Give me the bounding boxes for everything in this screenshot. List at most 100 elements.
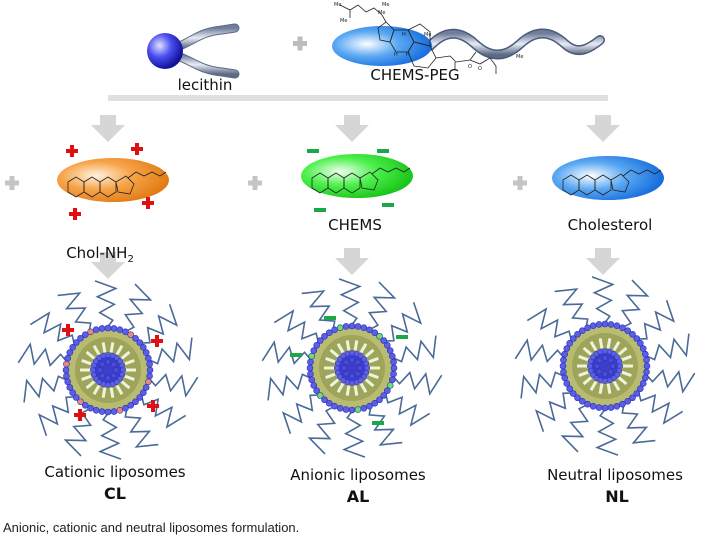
lipid-head	[66, 384, 74, 391]
lipid-head	[386, 347, 394, 354]
lipid-head	[384, 387, 391, 395]
negative-charge-icon	[307, 149, 319, 153]
peg-chain	[63, 407, 93, 457]
lipid-head	[566, 385, 573, 393]
lipid-head	[342, 406, 350, 413]
lipid-head	[132, 398, 139, 406]
lipid-head	[388, 352, 396, 360]
peg-chain	[140, 395, 187, 429]
lipid-head	[142, 349, 150, 356]
lipid-head	[310, 347, 318, 354]
lipid-head	[81, 331, 89, 338]
lipid-head	[348, 322, 356, 330]
peg-chain	[384, 302, 423, 342]
lipid-head	[136, 394, 144, 401]
lipid-head	[144, 378, 152, 386]
peg-chain	[37, 396, 76, 436]
lipid-head	[316, 337, 324, 344]
lipid-head	[639, 345, 647, 352]
positive-charge-icon	[66, 145, 78, 157]
down-arrow-icon	[335, 248, 369, 275]
lipid-head	[624, 327, 632, 334]
lipid-head	[560, 356, 567, 364]
component-label-chol-nh2: Chol-NH2	[40, 244, 160, 265]
lipid-head	[63, 372, 70, 380]
lipid-head	[366, 402, 373, 410]
peg-chain	[57, 292, 92, 333]
lipid-head	[98, 408, 106, 415]
lipid-head	[354, 323, 362, 330]
product-label-cationic: Cationic liposomes	[44, 463, 186, 481]
figure-caption: Anionic, cationic and neutral liposomes …	[3, 520, 300, 535]
lipid-head	[87, 404, 94, 412]
lipid-head	[613, 402, 621, 410]
lipid-head	[142, 384, 150, 391]
lipid-head	[390, 370, 397, 378]
lipid-head	[569, 335, 577, 342]
lipid-head	[643, 362, 651, 370]
lipid-head	[607, 404, 615, 411]
lipid-head	[354, 406, 362, 413]
peg-chain	[261, 340, 312, 365]
component-label-cholesterol: Cholesterol	[567, 216, 653, 234]
peg-chain	[301, 290, 336, 331]
lipid-head	[116, 406, 124, 414]
lecithin-icon	[147, 23, 240, 79]
positive-charge-icon	[147, 400, 159, 412]
svg-text:H: H	[394, 52, 398, 58]
lipid-head	[360, 324, 368, 332]
lipid-head	[146, 360, 153, 368]
lipid-head	[607, 321, 615, 328]
peg-chain	[17, 342, 68, 367]
lipid-head	[641, 350, 649, 358]
lipid-head	[559, 362, 567, 370]
lipid-head	[336, 324, 344, 332]
lipid-head	[77, 398, 84, 406]
svg-text:Me: Me	[382, 2, 389, 8]
svg-text:H: H	[402, 32, 406, 38]
lipid-head	[560, 368, 567, 376]
peg-chain	[267, 373, 312, 401]
lipid-head	[589, 322, 597, 330]
lipid-head	[342, 323, 350, 330]
lipid-head	[313, 387, 320, 395]
product-abbrev-cl: CL	[104, 484, 126, 503]
lipid-head	[390, 364, 398, 372]
product-label-neutral: Neutral liposomes	[547, 466, 683, 484]
peg-chain	[148, 337, 193, 365]
lipid-head	[331, 402, 338, 410]
lipid-head	[595, 321, 603, 328]
lipid-head	[136, 339, 144, 346]
lipid-head	[371, 329, 379, 336]
lipid-head	[390, 358, 397, 366]
lipid-head	[376, 332, 383, 340]
lipid-head	[601, 404, 609, 412]
peg-chain	[392, 371, 443, 396]
lipid-head	[310, 382, 318, 389]
lipid-head	[578, 327, 586, 334]
lipid-head	[72, 394, 80, 401]
negative-charge-icon	[290, 353, 302, 357]
lipid-head	[578, 398, 586, 405]
subscript: 2	[127, 254, 134, 265]
peg-chain	[368, 405, 403, 446]
lipid-head	[574, 330, 581, 338]
peg-chain	[520, 371, 565, 399]
plus-icon	[513, 176, 527, 190]
lipid-head	[87, 328, 94, 336]
lipid-head	[569, 390, 577, 397]
peg-chain	[591, 276, 615, 325]
lipid-head	[595, 404, 603, 411]
lipid-head	[566, 339, 573, 347]
lipid-head	[388, 376, 396, 384]
lipid-head	[386, 382, 394, 389]
peg-chain	[645, 369, 696, 394]
lipid-head	[316, 392, 324, 399]
lipid-head	[613, 322, 621, 330]
lipid-head	[380, 337, 388, 344]
lipid-head	[563, 345, 571, 352]
lipid-head	[307, 370, 314, 378]
lipid-head	[325, 329, 333, 336]
lipid-head	[66, 349, 74, 356]
svg-text:Me: Me	[334, 2, 341, 8]
